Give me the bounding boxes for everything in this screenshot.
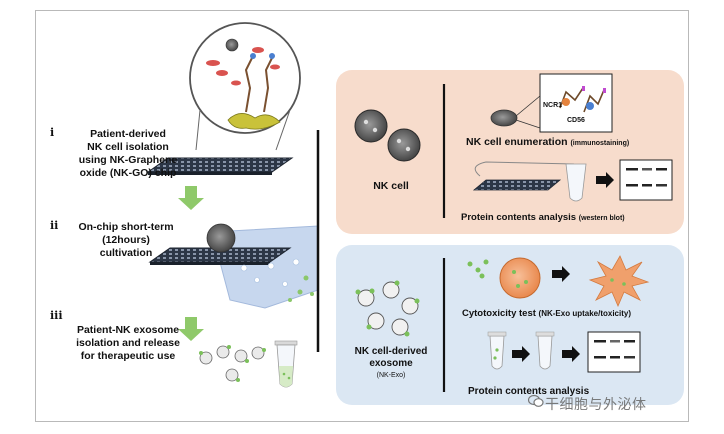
step3-line: for therapeutic use [80,350,176,362]
enumeration-title-text: NK cell enumeration [466,136,568,148]
step2-line: (12hours) [102,234,150,246]
enumeration-subtitle: (immunostaining) [570,140,630,147]
step2-line: cultivation [99,247,153,259]
enumeration-title: NK cell enumeration (immunostaining) [466,136,629,150]
step1-numeral: i [50,126,55,139]
cytotox-title-text: Cytotoxicity test [462,308,536,319]
magnified-view [189,22,301,151]
top-panel [336,70,684,234]
ngo-chip-2 [148,223,319,309]
step1-line: Patient-derived [90,128,166,140]
step1-line: using NK-Graphene [78,154,178,166]
step3-line: isolation and release [76,337,180,349]
bottom-panel [336,245,684,405]
down-arrow-2 [178,317,204,341]
step3-text: Patient-NK exosome isolation and release… [66,324,190,363]
down-arrow-1 [178,186,204,210]
protein-analysis-title-bottom: Protein contents analysis [468,386,590,397]
cytotox-subtitle: (NK-Exo uptake/toxicity) [538,309,632,318]
cytotoxicity-title: Cytotoxicity test (NK-Exo uptake/toxicit… [462,308,631,320]
step2-numeral: ii [50,219,59,232]
step1-line: oxide (NK-GO) chip [79,167,177,179]
exosome-cluster-left [199,345,266,382]
step2-line: On-chip short-term [78,221,174,233]
ngo-chip-1 [146,157,294,175]
protein-title-text: Protein contents analysis [461,212,577,223]
step3-numeral: iii [50,309,63,322]
step1-text: Patient-derived NK cell isolation using … [68,128,188,180]
step2-text: On-chip short-term (12hours) cultivation [68,221,184,260]
protein-analysis-title-top: Protein contents analysis (western blot) [461,212,625,225]
nk-cell-label: NK cell [373,180,409,192]
exosome-label-line: exosome [369,358,413,369]
exosome-label: NK cell-derived exosome (NK-Exo) [346,346,436,382]
wechat-icon [528,394,544,407]
marker-cd56: CD56 [567,117,585,124]
marker-ncr1: NCR1 [543,102,563,109]
exosome-label-line: NK cell-derived [354,346,428,357]
step1-line: NK cell isolation [87,141,169,153]
exosome-abbr: (NK-Exo) [376,372,406,379]
protein-subtitle: (western blot) [578,215,625,222]
collection-tube [274,340,298,388]
watermark-text: 干细胞与外泌体 [545,397,647,413]
step3-line: Patient-NK exosome [76,324,180,336]
